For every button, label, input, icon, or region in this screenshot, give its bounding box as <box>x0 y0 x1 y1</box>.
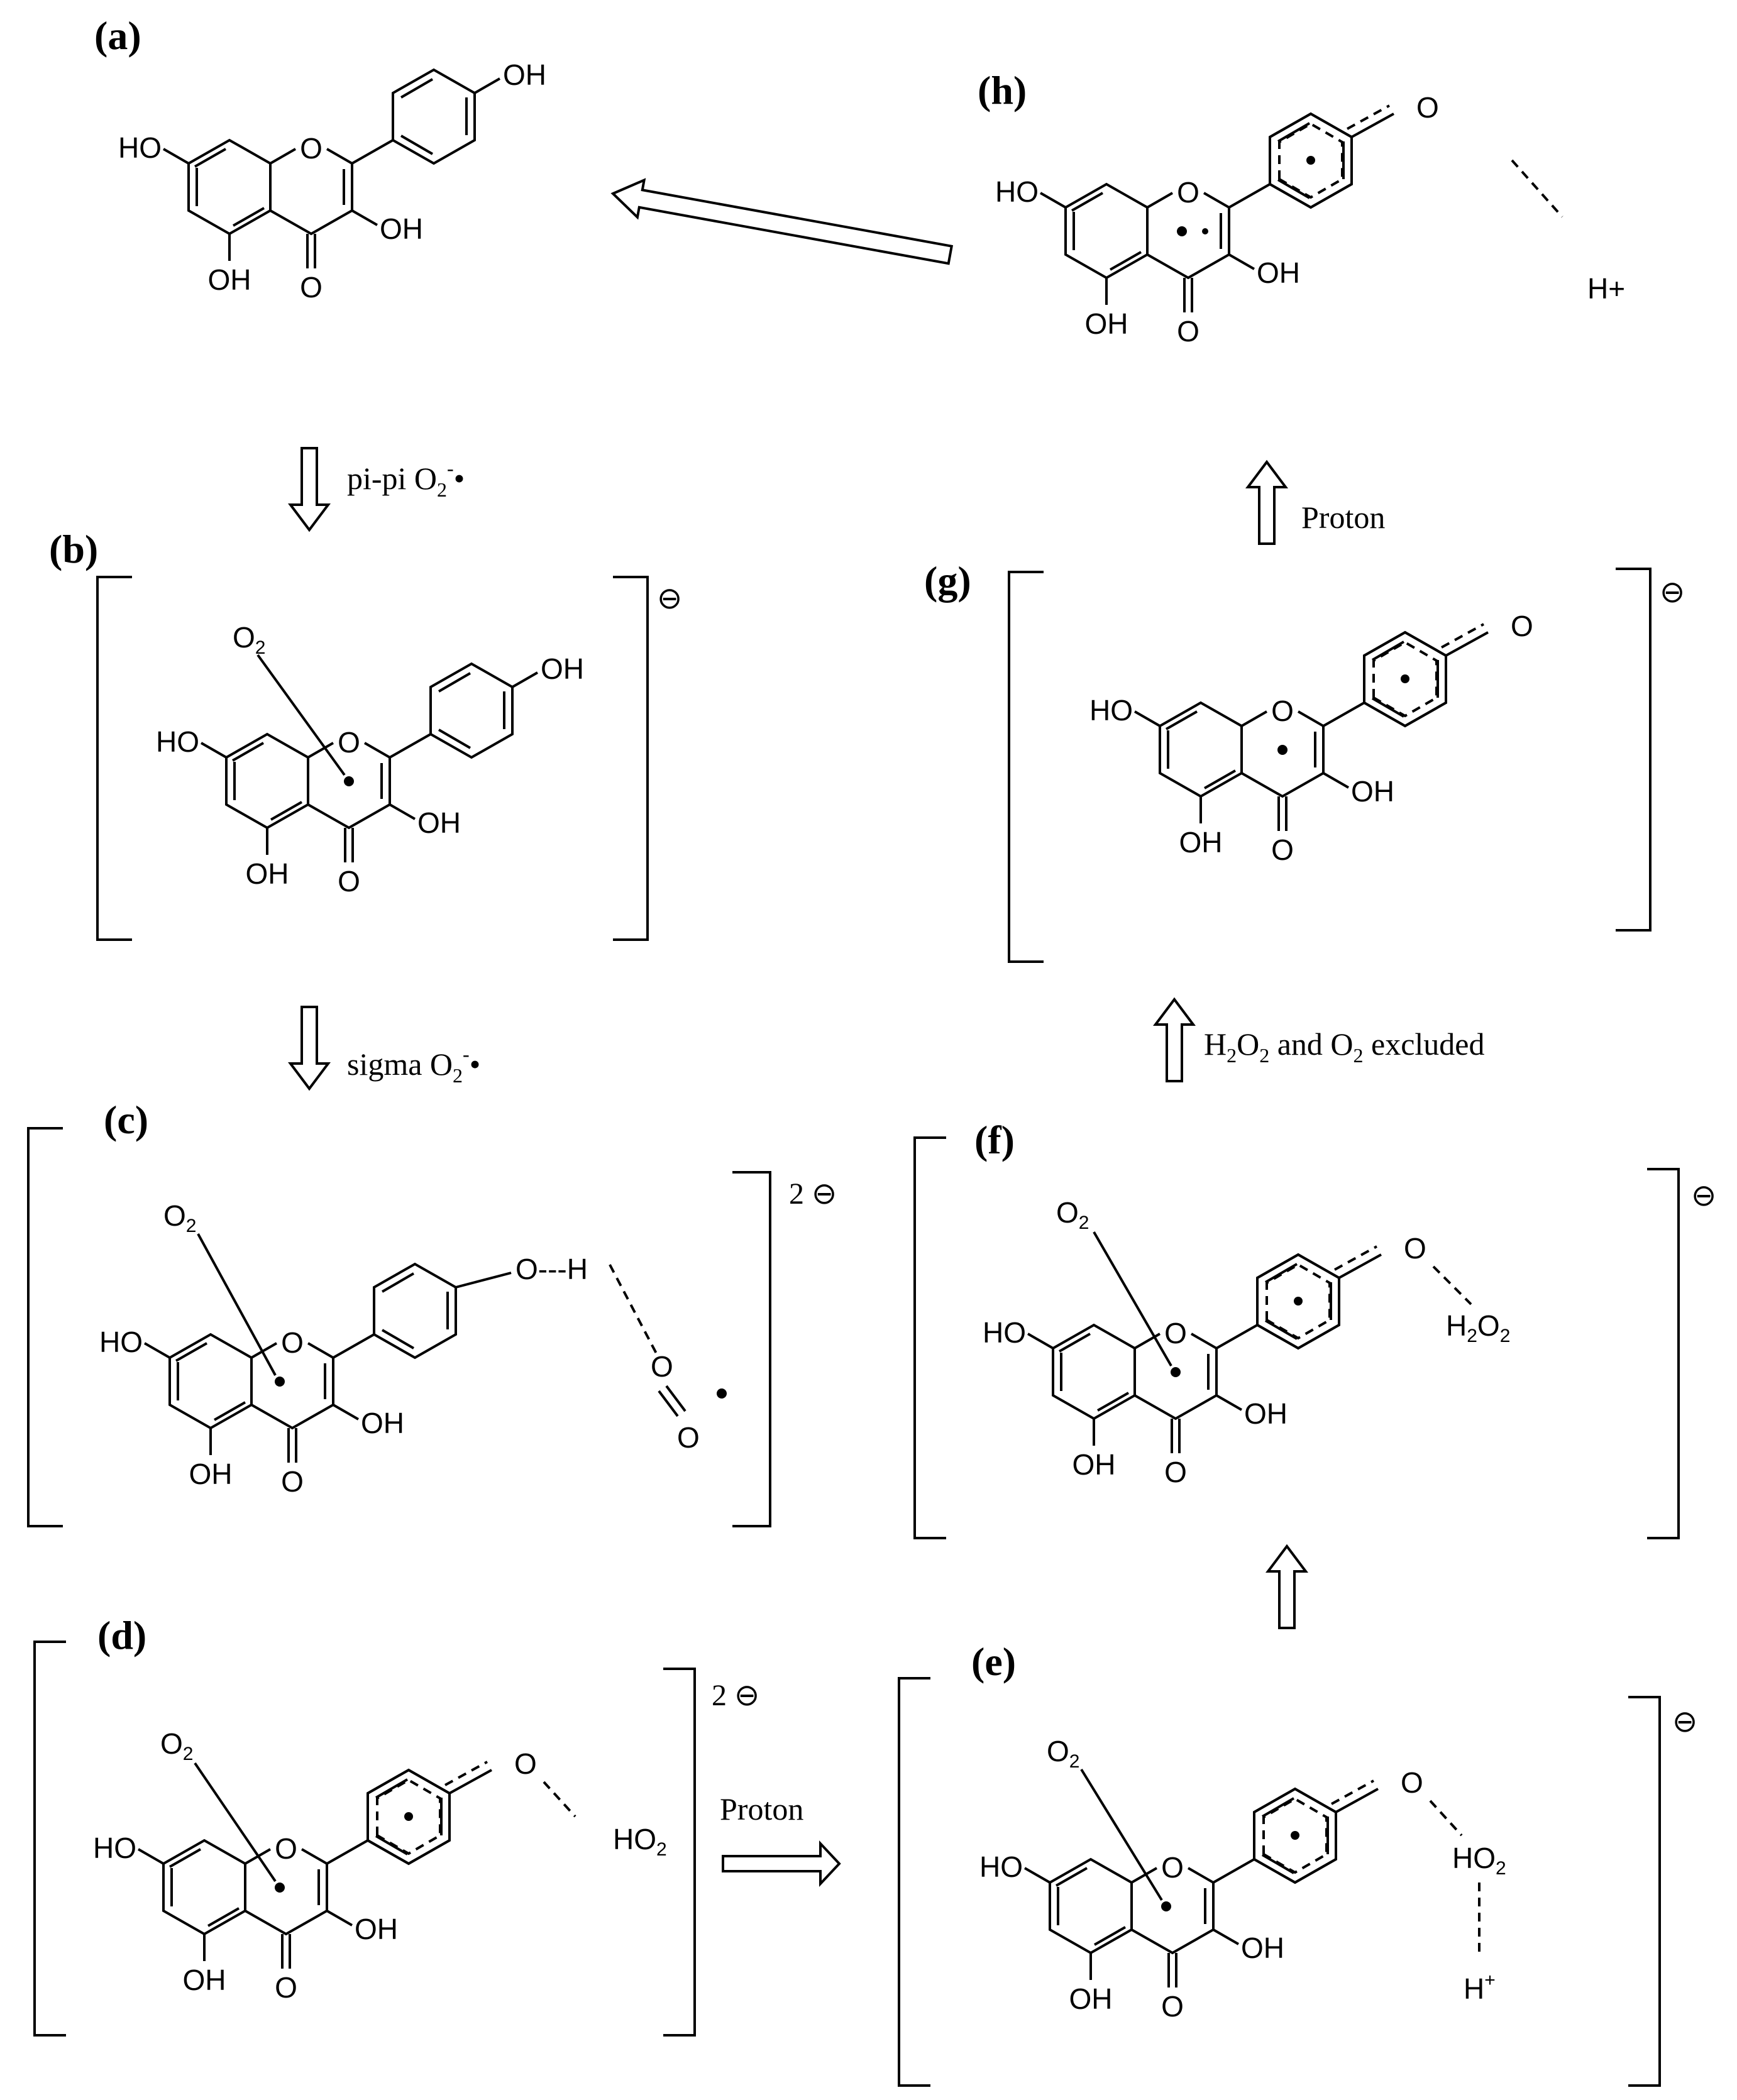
charge-f: ⊖ <box>1691 1179 1716 1212</box>
superoxide-label: O2 <box>1056 1196 1089 1233</box>
panel-e: (e) ⊖ O O2 HO2 H+ <box>898 1639 1697 2087</box>
charge-c: 2 ⊖ <box>789 1177 837 1211</box>
hydrogen-peroxide-label: H2O2 <box>1446 1309 1510 1346</box>
panel-label-c: (c) <box>104 1097 148 1142</box>
panel-label-a: (a) <box>94 13 141 58</box>
panel-label-f: (f) <box>974 1118 1015 1162</box>
panel-label-d: (d) <box>97 1613 146 1657</box>
panel-label-b: (b) <box>49 527 98 571</box>
superoxide-bottom-o: O <box>677 1421 700 1454</box>
hydroperoxyl-label: HO2 <box>1452 1842 1506 1879</box>
charge-e: ⊖ <box>1672 1705 1697 1739</box>
phenoxyl-oxygen-label: O <box>514 1747 537 1780</box>
panel-label-e: (e) <box>971 1639 1016 1684</box>
transition-ab-label: pi-pi O2-• <box>347 457 465 501</box>
charge-b: ⊖ <box>657 582 682 615</box>
bridge-label: O---H <box>516 1253 588 1285</box>
proton-label: H+ <box>1464 1970 1496 2005</box>
hydroperoxyl-label: HO2 <box>613 1823 667 1860</box>
phenoxyl-oxygen-label: O <box>1401 1766 1423 1799</box>
transition-gh-label: Proton <box>1301 500 1385 535</box>
phenoxyl-oxygen-label: O <box>1404 1232 1426 1265</box>
proton-label: H+ <box>1587 272 1625 305</box>
phenoxyl-oxygen-label: O <box>1416 91 1439 124</box>
panel-a: (a) OH <box>94 13 546 305</box>
phenoxyl-oxygen-label: O <box>1511 610 1533 642</box>
superoxide-label: O2 <box>233 621 265 658</box>
hydroxyl-4p-label: OH <box>503 58 546 91</box>
transition-de-label: Proton <box>720 1791 803 1827</box>
panel-g: (g) ⊖ O <box>924 558 1685 963</box>
panel-b: (b) ⊖ OH O2 <box>49 527 682 941</box>
superoxide-label: O2 <box>163 1199 196 1236</box>
panel-label-h: (h) <box>978 68 1027 113</box>
panel-d: (d) 2 ⊖ O O2 HO2 <box>33 1613 759 2037</box>
superoxide-top-o: O <box>651 1350 673 1383</box>
charge-d: 2 ⊖ <box>712 1679 759 1712</box>
panel-label-g: (g) <box>924 558 971 603</box>
superoxide-label: O2 <box>160 1727 193 1764</box>
panel-c: (c) 2 ⊖ O---H O2 O O <box>27 1097 837 1527</box>
transition-fg-label: H2O2 and O2 excluded <box>1204 1026 1485 1067</box>
superoxide-label: O2 <box>1047 1735 1079 1772</box>
transition-bc-label: sigma O2-• <box>347 1043 480 1087</box>
hydroxyl-4p-label: OH <box>541 652 584 685</box>
panel-h: (h) O H+ <box>978 68 1625 349</box>
charge-g: ⊖ <box>1660 576 1685 609</box>
panel-f: (f) ⊖ O O2 H2O2 <box>913 1118 1716 1539</box>
